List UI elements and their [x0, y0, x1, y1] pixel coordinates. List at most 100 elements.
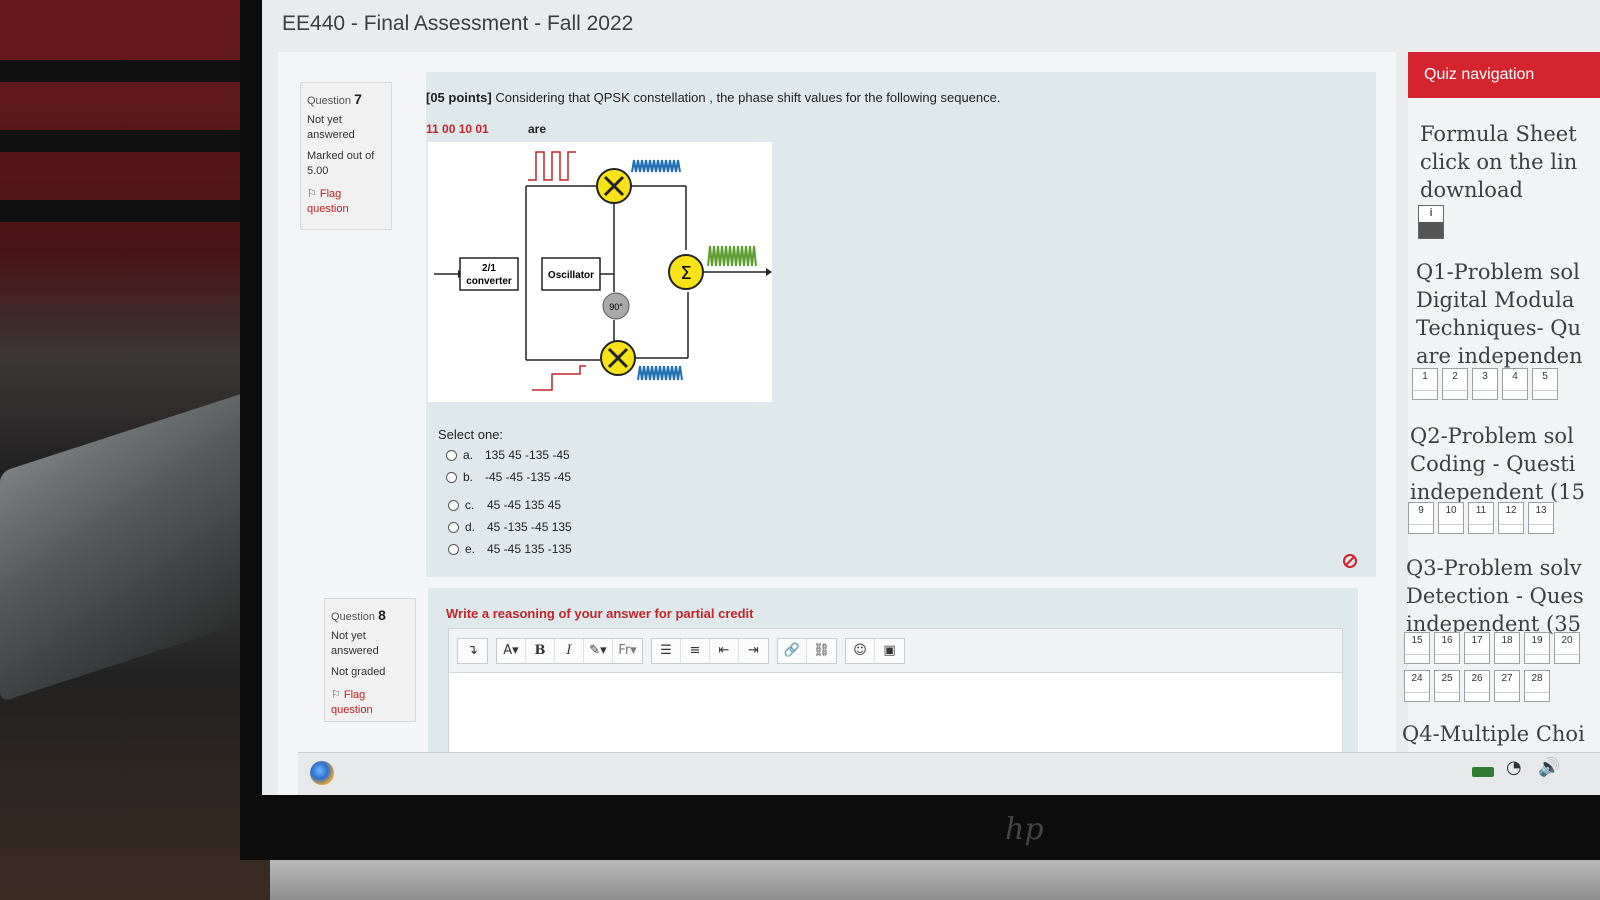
answer-option-e[interactable]: e. 45 -45 135 -135	[448, 542, 572, 556]
oscillator-box	[541, 257, 601, 291]
section-heading-q2: Q2-Problem sol Coding - Questi independe…	[1410, 422, 1585, 506]
phase-shift-block	[602, 292, 630, 320]
nav-question-button[interactable]: 18	[1494, 632, 1520, 664]
nav-question-button[interactable]: 2	[1442, 368, 1468, 400]
text-color-button[interactable]: ✎▾	[584, 638, 613, 663]
flag-question-link[interactable]: ⚐Flag question	[307, 187, 385, 217]
nav-question-button[interactable]: 10	[1438, 502, 1464, 534]
font-size-button[interactable]: A▾	[497, 638, 526, 663]
toolbar-toggle-button[interactable]: ↴	[467, 643, 478, 658]
nav-question-button[interactable]: 12	[1498, 502, 1524, 534]
bold-button[interactable]: B	[526, 638, 555, 663]
start-orb-icon[interactable]	[310, 761, 334, 785]
rich-text-editor[interactable]: ↴ A▾ B I ✎▾ Fr▾ ☰ ≡ ⇤ ⇥	[448, 628, 1343, 768]
quiz-navigation-panel: Quiz navigation Formula Sheet click on t…	[1402, 52, 1600, 752]
nav-question-button[interactable]: 25	[1434, 670, 1460, 702]
nav-question-button[interactable]: 28	[1524, 670, 1550, 702]
option-text: 45 -135 -45 135	[487, 520, 572, 534]
numbered-list-icon: ≡	[689, 643, 701, 658]
battery-icon[interactable]	[1472, 767, 1494, 777]
indent-button[interactable]: ⇥	[739, 639, 768, 663]
flag-label: Flag question	[307, 188, 349, 215]
option-text: -45 -45 -135 -45	[485, 470, 572, 484]
converter-label-1: 2/1	[482, 263, 496, 274]
nav-question-button[interactable]: 24	[1404, 670, 1430, 702]
emoji-button[interactable]: ☺	[846, 638, 875, 663]
oscillator-label: Oscillator	[548, 270, 594, 281]
section-heading-line: Q2-Problem sol	[1410, 424, 1574, 448]
nav-boxes-q3-row2: 24 25 26 27 28	[1404, 670, 1550, 702]
outdent-icon: ⇤	[718, 643, 730, 658]
question-grading: Not graded	[331, 666, 386, 678]
section-heading-line: Q3-Problem solv	[1406, 556, 1582, 580]
option-text: 135 45 -135 -45	[485, 448, 570, 462]
wifi-icon[interactable]: ◔	[1506, 757, 1522, 778]
volume-icon[interactable]: 🔊	[1538, 757, 1561, 778]
question-body-7: [05 points] Considering that QPSK conste…	[426, 72, 1376, 577]
radio-button[interactable]	[448, 521, 459, 533]
formula-sheet-line[interactable]: click on the lin	[1420, 150, 1578, 174]
radio-button[interactable]	[448, 499, 459, 511]
taskbar: ◔ 🔊	[298, 752, 1600, 795]
question-marks: Marked out of 5.00	[307, 150, 375, 177]
lower-modulated-waveform	[637, 365, 683, 381]
toolbar-group: ☰ ≡ ⇤ ⇥	[651, 637, 769, 664]
select-one-label: Select one:	[438, 427, 504, 442]
section-heading-q1: Q1-Problem sol Digital Modula Techniques…	[1416, 258, 1583, 370]
nav-question-button[interactable]: 20	[1554, 632, 1580, 664]
nav-boxes-q1: 1 2 3 4 5	[1412, 368, 1558, 400]
nav-question-button[interactable]: 17	[1464, 632, 1490, 664]
answer-option-d[interactable]: d. 45 -135 -45 135	[448, 520, 572, 534]
nav-question-button[interactable]: 11	[1468, 502, 1494, 534]
question-status: Not yet answered	[331, 630, 379, 657]
font-family-button[interactable]: Fr▾	[618, 643, 637, 658]
nav-question-button[interactable]: 3	[1472, 368, 1498, 400]
nav-boxes-q2: 9 10 11 12 13	[1408, 502, 1554, 534]
nav-question-button[interactable]: 27	[1494, 670, 1520, 702]
outdent-button[interactable]: ⇤	[710, 638, 739, 663]
background-seat	[0, 130, 240, 152]
unordered-list-button[interactable]: ☰	[652, 638, 681, 663]
nav-question-button[interactable]: 13	[1528, 502, 1554, 534]
nav-boxes-q3-row1: 15 16 17 18 19 20	[1404, 632, 1580, 664]
info-label: i	[1429, 206, 1433, 219]
page-title: EE440 - Final Assessment - Fall 2022	[282, 12, 634, 35]
answer-option-b[interactable]: b. -45 -45 -135 -45	[446, 470, 571, 484]
laptop-screen: EE440 - Final Assessment - Fall 2022 Que…	[262, 0, 1600, 795]
clear-choice-icon[interactable]	[1343, 554, 1357, 568]
formula-sheet-line: download	[1420, 178, 1523, 202]
radio-button[interactable]	[448, 543, 459, 555]
nav-question-button[interactable]: 4	[1502, 368, 1528, 400]
option-letter: d.	[465, 520, 476, 534]
radio-button[interactable]	[446, 471, 457, 483]
nav-question-button[interactable]: 1	[1412, 368, 1438, 400]
hp-logo: hp	[1005, 812, 1044, 847]
nav-question-button[interactable]: 15	[1404, 632, 1430, 664]
question-info-7: Question 7 Not yet answered Marked out o…	[300, 82, 392, 230]
section-heading-q3: Q3-Problem solv Detection - Ques indepen…	[1406, 554, 1584, 638]
info-nav-button[interactable]: i	[1418, 205, 1444, 239]
section-heading-line: Digital Modula	[1416, 288, 1575, 312]
option-letter: e.	[465, 542, 476, 556]
flag-question-link[interactable]: ⚐Flag question	[331, 688, 409, 718]
radio-button[interactable]	[446, 449, 457, 461]
link-button[interactable]: 🔗	[778, 638, 807, 663]
flag-icon: ⚐	[307, 188, 317, 200]
unlink-button[interactable]: ⛓	[807, 639, 836, 663]
nav-question-button[interactable]: 5	[1532, 368, 1558, 400]
nav-question-button[interactable]: 26	[1464, 670, 1490, 702]
formula-sheet-heading: Formula Sheet click on the lin download	[1420, 120, 1577, 204]
image-button[interactable]: ▣	[875, 639, 904, 663]
nav-question-button[interactable]: 19	[1524, 632, 1550, 664]
ordered-list-button[interactable]: ≡	[681, 638, 710, 663]
question-prompt: Considering that QPSK constellation , th…	[491, 90, 1001, 105]
background-seat	[0, 60, 240, 82]
nav-question-button[interactable]: 16	[1434, 632, 1460, 664]
answer-option-a[interactable]: a. 135 45 -135 -45	[446, 448, 570, 462]
answer-option-c[interactable]: c. 45 -45 135 45	[448, 498, 561, 512]
formula-sheet-line: Formula Sheet	[1420, 122, 1577, 146]
section-heading-line: are independen	[1416, 344, 1583, 368]
converter-label-2: converter	[466, 276, 512, 287]
italic-button[interactable]: I	[555, 638, 584, 663]
nav-question-button[interactable]: 9	[1408, 502, 1434, 534]
